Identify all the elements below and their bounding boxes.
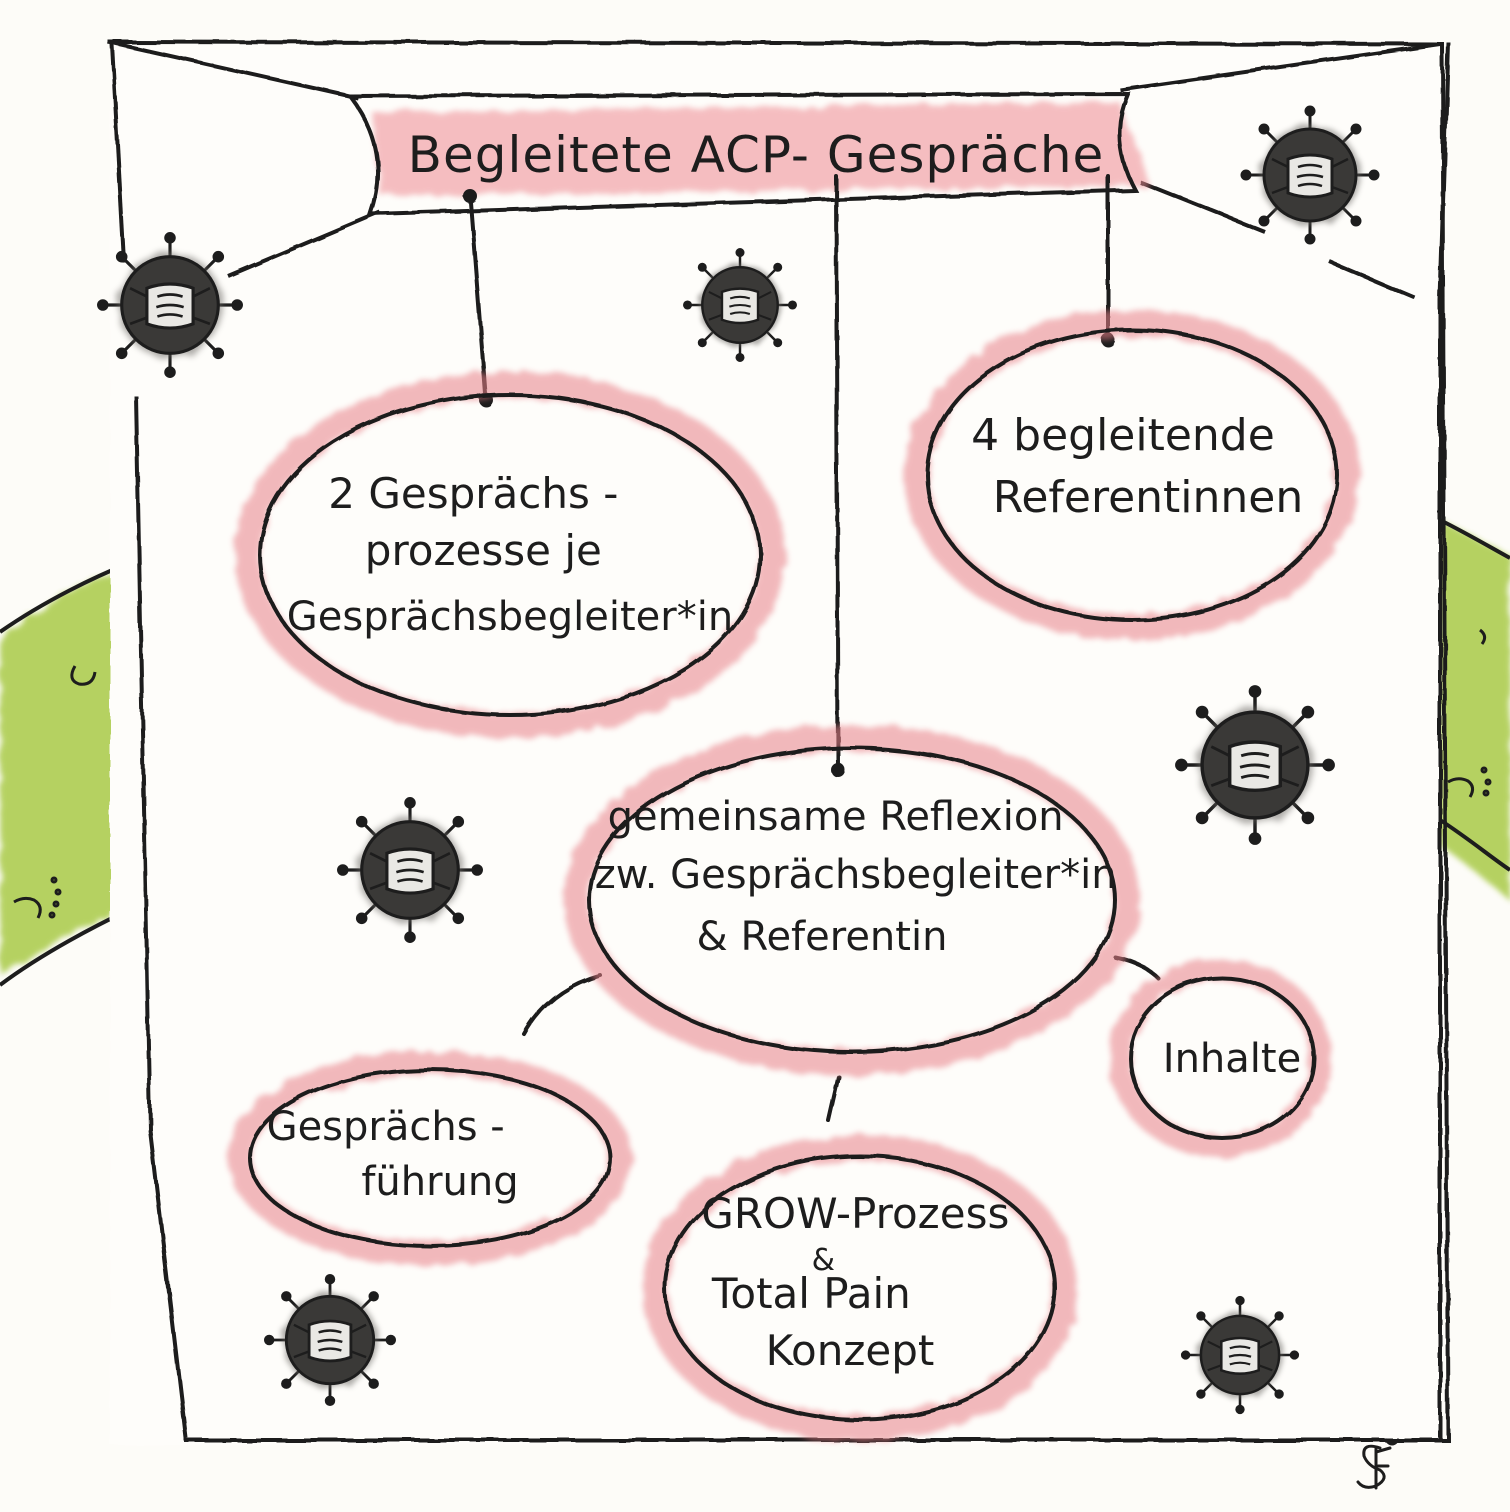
svg-text:Inhalte: Inhalte [1163,1036,1301,1082]
connector-reflection-grow [826,1074,840,1122]
svg-text:Gesprächs - führung: Gesprächs - führung [267,1104,519,1205]
svg-text:gemeinsame Reflexion zw.: gemeinsame Reflexion zw. Gesprächsbeglei… [595,794,1130,960]
node-contents: Inhalte [1109,959,1331,1157]
speakers-line-2: Referentinnen [993,472,1304,523]
connector-title-reflection [834,174,840,772]
virus-icon [99,234,242,377]
svg-text:4 begleitende Referentin: 4 begleitende Referentinnen [971,410,1303,523]
processes-line-1: 2 Gesprächs - [328,469,618,518]
node-conversation: Gesprächs - führung [228,1051,632,1265]
processes-line-2: prozesse je [365,526,602,575]
virus-icon [684,249,796,361]
footprint-icon [13,876,62,919]
grow-line-2: & [812,1243,835,1278]
grow-line-4: Konzept [766,1326,935,1375]
conversation-line-1: Gesprächs - [267,1104,505,1150]
footprint-icon [1447,628,1492,798]
svg-text:GROW-Prozess & Tot: GROW-Prozess & Total Pain Konzept [701,1189,1022,1375]
node-speakers: 4 begleitende Referentinnen [904,310,1360,640]
processes-line-3: Gesprächsbegleiter*in [287,594,733,640]
conversation-line-2: führung [361,1159,518,1205]
reflection-line-1: gemeinsame Reflexion [608,794,1064,840]
virus-icon [265,1275,394,1404]
title-banner: Begleitete ACP- Gespräche [346,91,1150,217]
virus-icon [1242,107,1378,243]
node-processes: 2 Gesprächs - prozesse je Gesprächsbegle… [235,372,785,738]
reflection-line-2: zw. Gesprächsbegleiter*in [595,852,1117,898]
svg-text:2 Gesprächs - prozesse j: 2 Gesprächs - prozesse je Gesprächsbegle… [287,469,733,640]
connector-title-processes [468,194,488,402]
virus-icon [1182,1297,1298,1413]
virus-icon [1177,687,1333,843]
node-grow: GROW-Prozess & Total Pain Konzept [642,1135,1078,1441]
speakers-line-1: 4 begleitende [971,410,1275,461]
diagram-title: Begleitete ACP- Gespräche [408,126,1105,184]
reflection-line-3: & Referentin [697,914,948,960]
virus-icon [339,799,482,942]
signature-mark [1356,1438,1400,1490]
grow-line-3: Total Pain [711,1269,911,1318]
grow-line-1: GROW-Prozess [701,1189,1009,1238]
node-reflection: gemeinsame Reflexion zw. Gesprächsbeglei… [564,725,1140,1075]
contents-line-1: Inhalte [1163,1036,1301,1082]
connector-reflection-conversation [522,973,602,1036]
